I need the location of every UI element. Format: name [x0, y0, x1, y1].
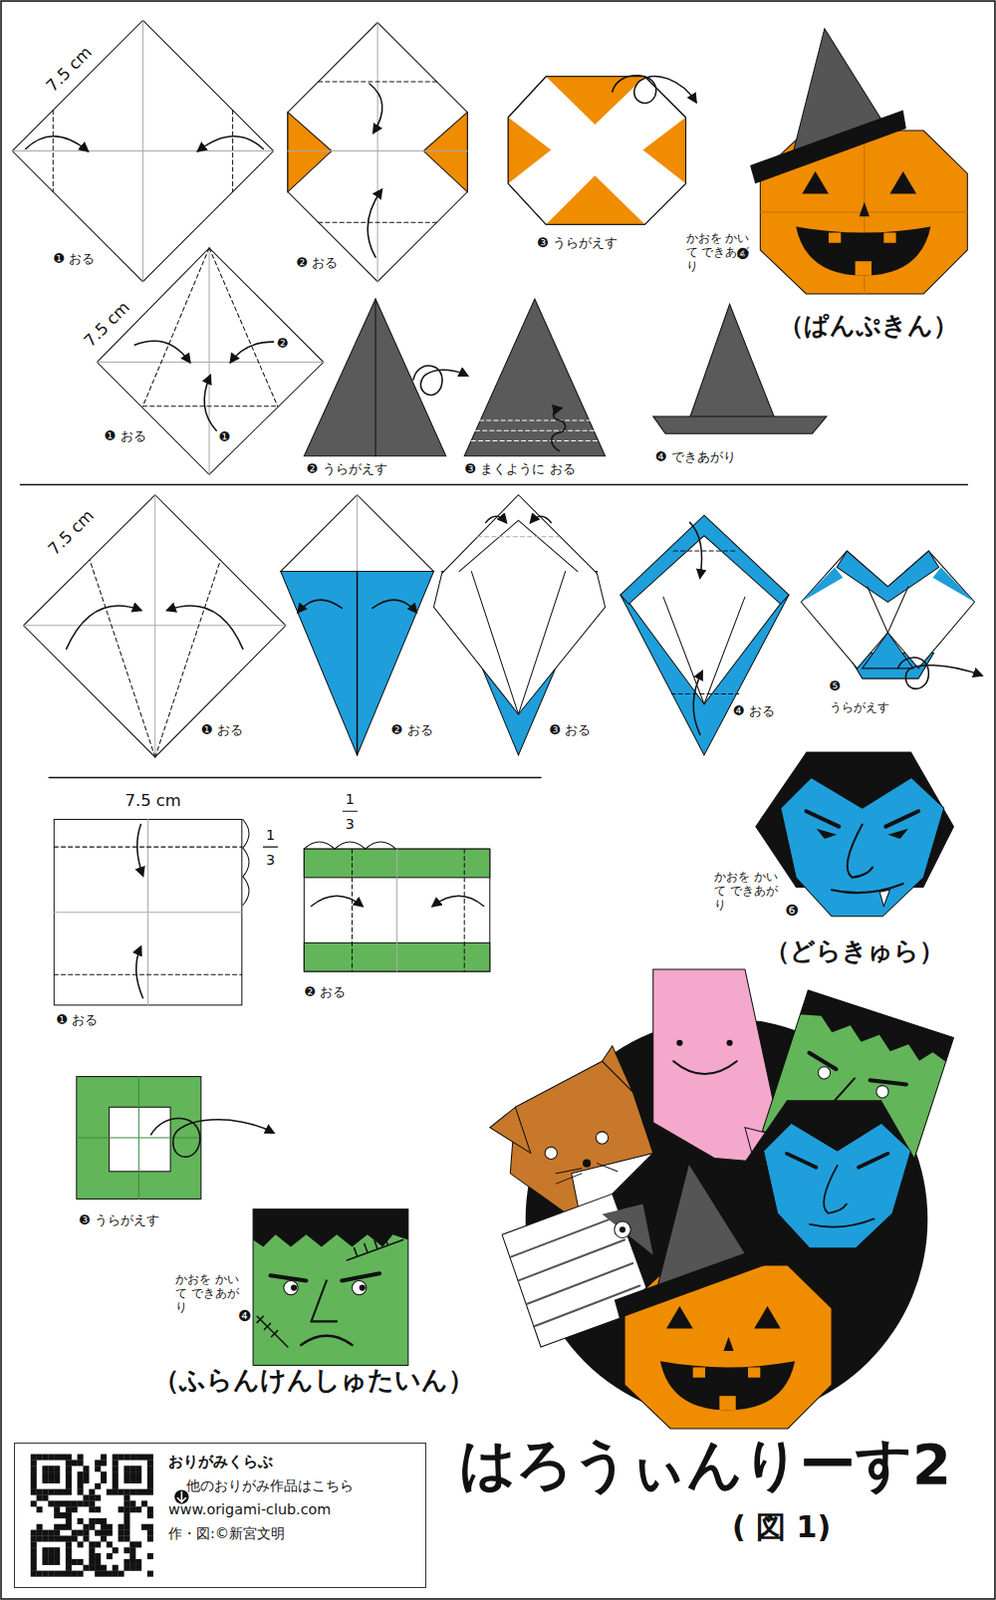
- callout-number: ❷: [276, 336, 289, 352]
- step-label: かおを かいて できあがり: [714, 869, 779, 912]
- callout-number: ❶: [218, 429, 231, 445]
- step-label: ❶ おる: [52, 250, 95, 266]
- callout-number: ❹: [238, 1307, 252, 1326]
- step-label: ❶ おる: [201, 722, 244, 738]
- step-label: うらがえす: [829, 700, 890, 715]
- step-label: （ぱんぷきん）: [778, 311, 959, 340]
- step-label: ❸ うらがえす: [536, 235, 618, 250]
- credit-line: 他のおりがみ作品はこちら: [168, 1474, 354, 1498]
- credit-text: おりがみくらぶ他のおりがみ作品はこちらwww.origami-club.com作…: [168, 1449, 354, 1545]
- credit-box: おりがみくらぶ他のおりがみ作品はこちらwww.origami-club.com作…: [13, 1442, 427, 1589]
- step-label: ❷ おる: [390, 722, 433, 738]
- brand-name: おりがみくらぶ: [168, 1449, 354, 1475]
- step-label: ❶ おる: [104, 428, 147, 444]
- callout-number: 1: [345, 790, 355, 807]
- step-label: ❷ おる: [303, 984, 346, 999]
- callout-number: 3: [265, 850, 275, 867]
- callout-number: 3: [345, 815, 355, 832]
- step-label: ❹ できあがり: [655, 449, 737, 465]
- step-label: ❷ うらがえす: [305, 461, 387, 477]
- caption: ( 図 1): [732, 1509, 831, 1545]
- title: はろうぃんりーす2: [459, 1432, 952, 1496]
- credit-line: www.origami-club.com: [168, 1497, 354, 1522]
- callout-number: ❹: [736, 246, 750, 264]
- step-label: 7.5 cm: [125, 791, 182, 811]
- step-label: かおを かいて できあがり: [175, 1271, 241, 1314]
- step-label: ❸ まくように おる: [464, 461, 575, 477]
- step-label: ❹ おる: [733, 703, 775, 719]
- step-label: 7.5 cm: [44, 505, 98, 559]
- step-label: ❷ おる: [295, 254, 338, 270]
- step-label: （どらきゅら）: [764, 937, 945, 966]
- step-label: （ふらんけんしゅたいん）: [153, 1365, 475, 1395]
- callout-number: 1: [265, 826, 275, 843]
- callout-number: ❺: [828, 678, 841, 694]
- credit-line: 作・図:©新宮文明: [168, 1521, 354, 1546]
- step-label: ❸ うらがえす: [78, 1212, 160, 1228]
- step-label: ❶ おる: [55, 1011, 98, 1027]
- callout-number: ❻: [784, 902, 799, 921]
- step-label: ❸ おる: [548, 722, 591, 738]
